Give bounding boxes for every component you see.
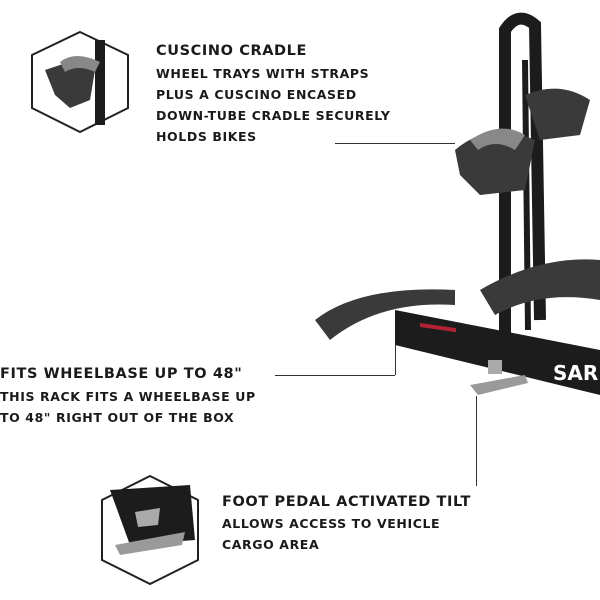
wheelbase-leader-line-vertical (395, 345, 396, 375)
description-line: WHEEL TRAYS WITH STRAPS (156, 66, 370, 81)
description-line: THIS RACK FITS A WHEELBASE UP (0, 389, 256, 404)
description-line: HOLDS BIKES (156, 129, 257, 144)
cradle-leader-line (335, 143, 455, 144)
brand-mark: SAR (553, 361, 598, 385)
cradle-description: WHEEL TRAYS WITH STRAPS PLUS A CUSCINO E… (156, 63, 391, 147)
description-line: PLUS A CUSCINO ENCASED (156, 87, 357, 102)
cradle-heading: CUSCINO CRADLE (156, 43, 308, 59)
foot-pedal-description: ALLOWS ACCESS TO VEHICLE CARGO AREA (222, 513, 440, 555)
description-line: TO 48" RIGHT OUT OF THE BOX (0, 410, 235, 425)
bike-rack: SAR (315, 12, 600, 413)
wheelbase-leader-line (275, 375, 395, 376)
foot-pedal-detail-inset (101, 474, 199, 586)
us-flag-icon (420, 323, 456, 413)
wheelbase-description: THIS RACK FITS A WHEELBASE UP TO 48" RIG… (0, 386, 256, 428)
description-line: ALLOWS ACCESS TO VEHICLE (222, 516, 441, 531)
description-line: CARGO AREA (222, 537, 320, 552)
wheelbase-heading: FITS WHEELBASE UP TO 48" (0, 366, 243, 382)
foot-pedal-heading: FOOT PEDAL ACTIVATED TILT (222, 494, 471, 510)
cradle-detail-inset (31, 30, 129, 134)
pedal-leader-line (476, 396, 477, 486)
description-line: DOWN-TUBE CRADLE SECURELY (156, 108, 391, 123)
